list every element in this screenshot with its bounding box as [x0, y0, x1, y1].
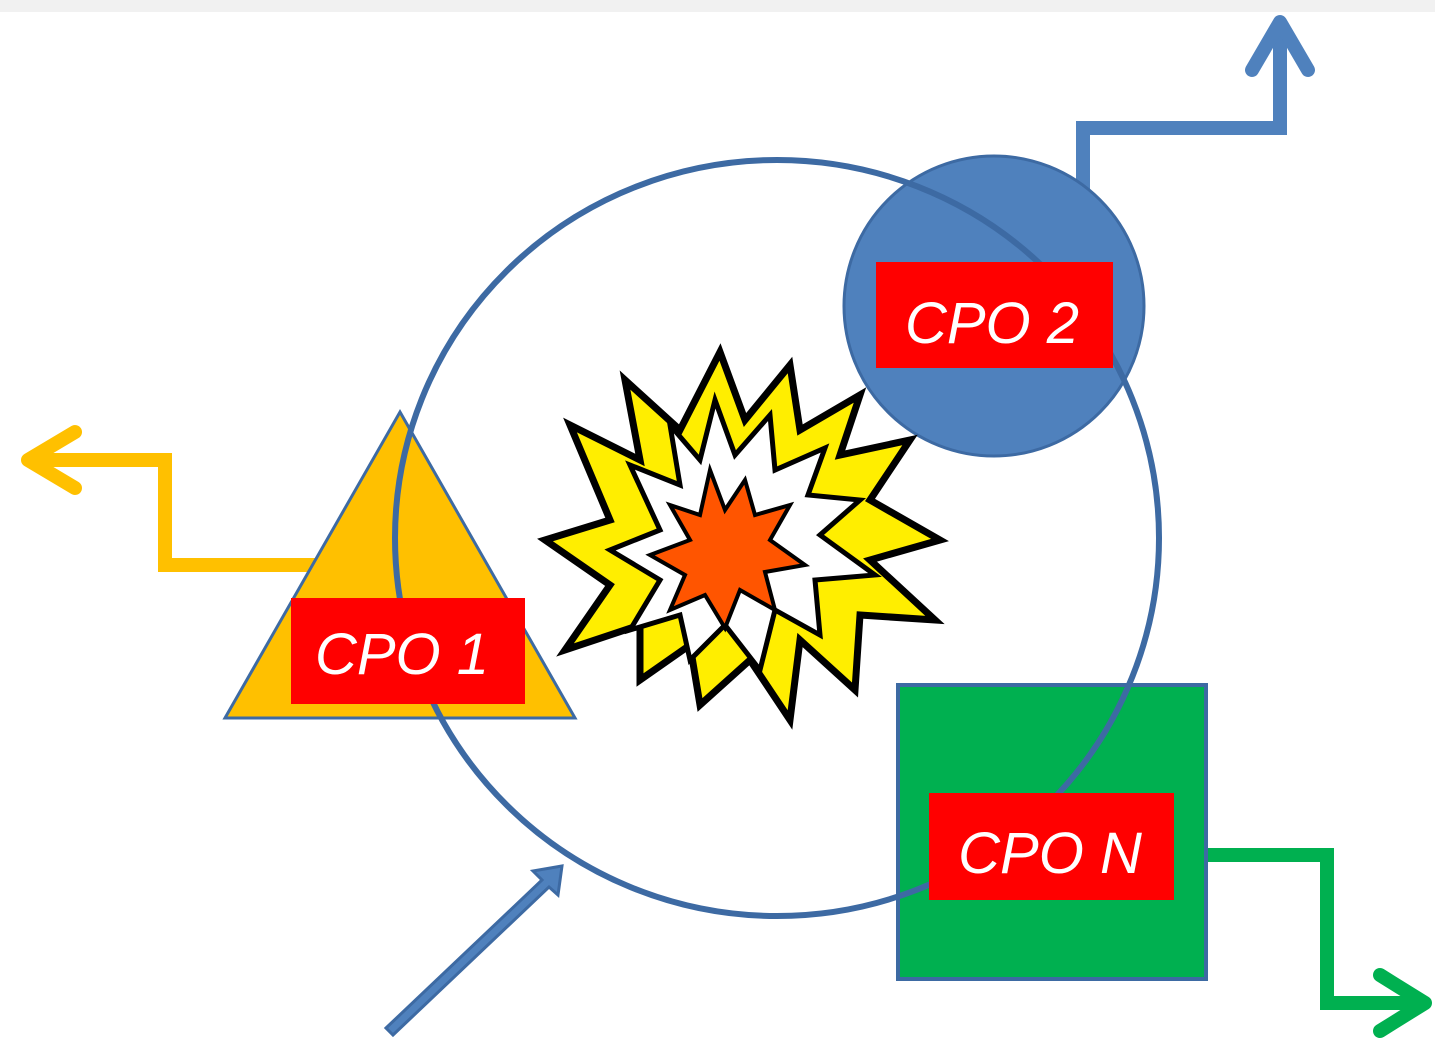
cpo2-label-bg — [876, 262, 1113, 368]
cpo2-label: CPO 2 — [876, 262, 1113, 368]
cpo1-label: CPO 1 — [291, 598, 525, 704]
cpo2-label-text: CPO 2 — [905, 291, 1079, 356]
top-bar — [0, 0, 1435, 12]
cpon-label: CPO N — [929, 793, 1174, 900]
cpon-label-bg — [929, 793, 1174, 900]
cpo2-outflow-arrow — [1076, 15, 1315, 250]
cpon-outflow-arrow — [1205, 848, 1432, 1038]
cpo1-label-text: CPO 1 — [315, 622, 489, 687]
cpo1-outflow-arrow — [21, 425, 320, 572]
cpon-label-text: CPO N — [958, 821, 1142, 886]
cpo1-label-bg — [291, 598, 525, 704]
explosion-burst-icon — [537, 343, 949, 730]
central-ring — [392, 157, 1162, 919]
diagonal-arrow-icon — [383, 864, 564, 1038]
